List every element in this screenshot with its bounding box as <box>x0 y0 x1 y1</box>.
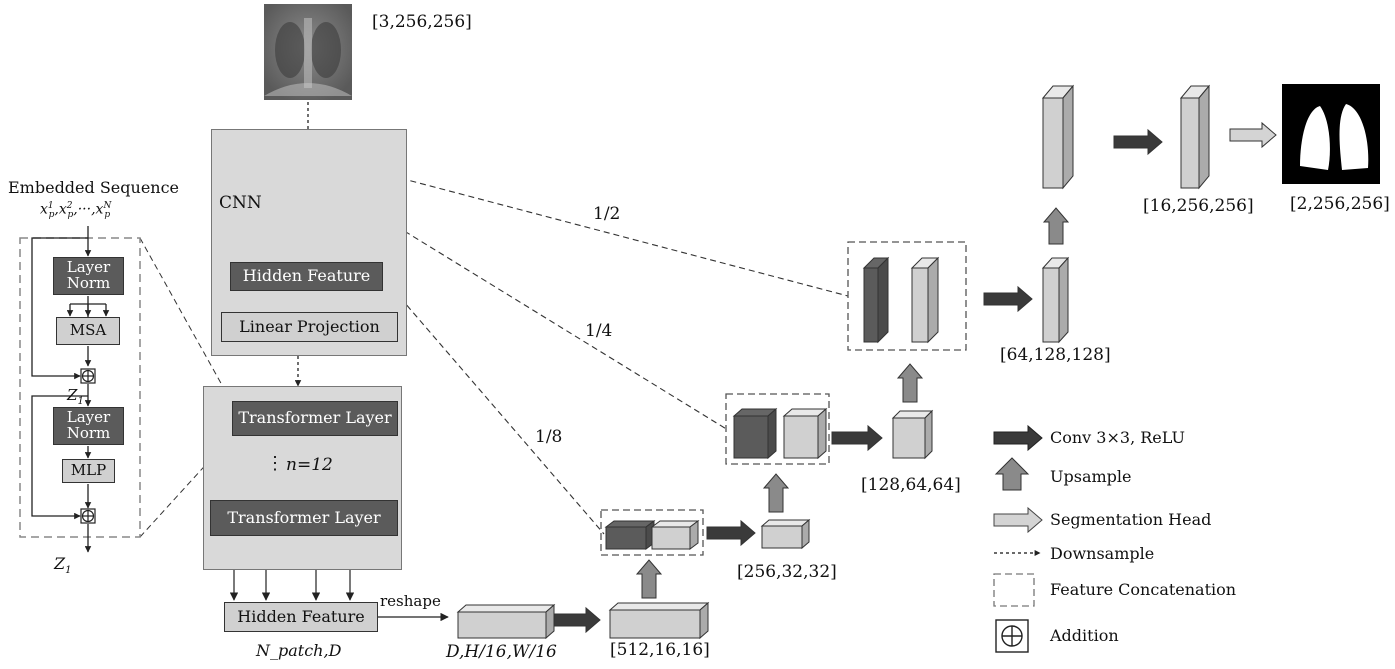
conv-arrow-2 <box>706 519 756 547</box>
block-128 <box>891 409 934 460</box>
block-concat-2-light <box>782 407 828 460</box>
layer-norm-2-box: Layer Norm <box>53 407 124 445</box>
addition-node-1 <box>80 368 96 384</box>
transformer-layer-detail-wiring <box>31 226 110 553</box>
ellipsis-vertical: ⋮ <box>266 453 284 474</box>
addition-node-2 <box>80 508 96 524</box>
scale-quarter-label: 1/4 <box>585 321 613 341</box>
block-concat-1-light <box>650 520 700 550</box>
mlp-box: MLP <box>62 459 115 483</box>
block-512 <box>608 601 710 640</box>
block-decoder-top <box>1041 84 1075 190</box>
transformer-layer-bottom-box: Transformer Layer <box>210 500 398 536</box>
dims-128-label: [128,64,64] <box>861 475 961 495</box>
seg-head-arrow <box>1229 121 1277 149</box>
output-dims-label: [2,256,256] <box>1290 194 1390 214</box>
block-concat-3-dark <box>862 256 890 344</box>
n-patch-label: N_patch,D <box>256 641 342 660</box>
block-16 <box>1179 84 1211 190</box>
block-64 <box>1041 256 1070 344</box>
dims-256-label: [256,32,32] <box>737 562 837 582</box>
reshape-block <box>456 603 556 640</box>
block-256 <box>760 518 811 550</box>
block-concat-3-light <box>910 256 940 344</box>
reshape-label: reshape <box>380 592 441 610</box>
legend-downsample-label: Downsample <box>1050 544 1155 563</box>
conv-arrow-5 <box>1113 128 1163 156</box>
block-concat-1-dark <box>604 520 656 550</box>
transformer-layer-top-box: Transformer Layer <box>232 401 398 436</box>
dims-64-label: [64,128,128] <box>1000 345 1111 365</box>
reshape-dims-label: D,H/16,W/16 <box>446 642 557 662</box>
z1-mid-label: Z1 <box>67 386 84 407</box>
dims-512-label: [512,16,16] <box>610 640 710 660</box>
hidden-feature-top-box: Hidden Feature <box>230 262 383 291</box>
scale-half-label: 1/2 <box>593 204 621 224</box>
conv-arrow-1 <box>553 606 601 634</box>
upsample-arrow-2 <box>762 473 790 513</box>
legend-addition-label: Addition <box>1050 626 1119 645</box>
hidden-feature-bottom-box: Hidden Feature <box>224 602 378 632</box>
dims-16-label: [16,256,256] <box>1143 196 1254 216</box>
legend-graphics <box>993 424 1043 653</box>
concat-boxes <box>600 241 967 556</box>
n-equals-label: n=12 <box>286 455 333 475</box>
linear-projection-box: Linear Projection <box>221 312 398 342</box>
scale-eighth-label: 1/8 <box>535 427 563 447</box>
msa-box: MSA <box>56 317 120 345</box>
legend-seg-label: Segmentation Head <box>1050 510 1212 529</box>
conv-arrow-3 <box>831 424 883 452</box>
segmentation-output-image <box>1282 84 1380 184</box>
z1-out-label: Z1 <box>54 554 72 577</box>
input-dims-label: [3,256,256] <box>372 12 472 32</box>
upsample-arrow-3 <box>896 363 924 403</box>
layer-norm-1-box: Layer Norm <box>53 257 124 295</box>
sequence-formula: x1p,x2p,···,xNp <box>40 201 112 221</box>
legend-concat-label: Feature Concatenation <box>1050 580 1237 599</box>
upsample-arrow-4 <box>1042 207 1070 245</box>
upsample-arrow-1 <box>635 559 663 599</box>
cnn-label: CNN <box>219 193 262 213</box>
xray-input-image <box>264 4 352 100</box>
conv-arrow-4 <box>983 285 1033 313</box>
legend-conv-label: Conv 3×3, ReLU <box>1050 428 1185 447</box>
legend-upsample-label: Upsample <box>1050 467 1132 486</box>
block-concat-2-dark <box>732 407 778 460</box>
embedded-sequence-label: Embedded Sequence <box>8 178 180 197</box>
